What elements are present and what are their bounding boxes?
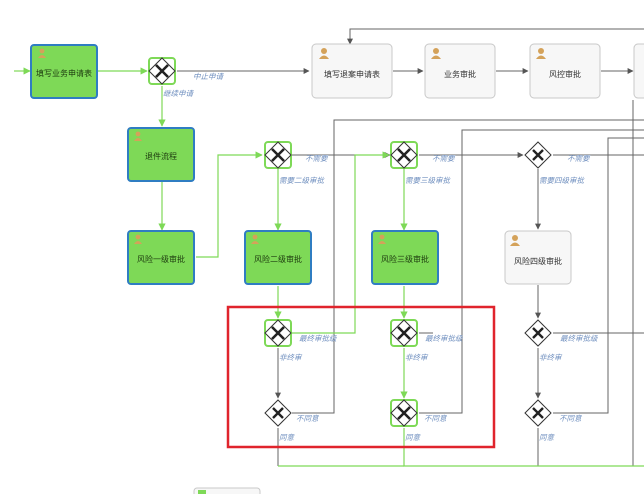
gateway-3[interactable] [390,141,418,169]
x-icon [271,326,285,340]
label-final-level-b: 最终审批级 [425,334,463,343]
gateway-l4-final[interactable] [524,319,552,347]
task-offscreen-right[interactable] [633,43,644,99]
label-need-level3: 需要三级审批 [405,176,451,185]
active-flows [14,67,644,467]
label-continue: 继续申请 [163,89,194,98]
task-risk-review[interactable]: 风控审批 [529,43,601,99]
label-terminate: 中止申请 [193,72,224,81]
gateway-l2-approve[interactable] [264,399,292,427]
task-fill-application[interactable]: 填写业务申请表 [30,44,98,99]
label-need-level2: 需要二级审批 [279,176,325,185]
user-icon [319,48,329,59]
x-icon [532,149,544,161]
user-icon [251,234,259,244]
x-icon [272,407,284,419]
x-icon [397,406,411,420]
task-type-icon [198,490,206,494]
label-reject-a: 不同意 [296,414,320,423]
gateway-2[interactable] [264,141,292,169]
gateway-1[interactable] [148,57,176,85]
label-not-final-a: 非终审 [279,353,303,362]
task-fill-return[interactable]: 填写退案申请表 [311,43,393,99]
user-icon [431,48,441,59]
x-icon [397,148,411,162]
label-agree-a: 同意 [279,433,295,442]
user-icon [134,234,142,244]
flow-top-return [347,28,644,45]
x-icon [532,407,544,419]
user-icon [38,48,46,58]
flow-labels: 中止申请 继续申请 不需要 需要二级审批 不需要 需要三级审批 不需要 需要四级… [163,72,598,442]
task-risk-level4[interactable]: 风险四级审批 [504,230,572,285]
task-label: 风险三级审批 [381,254,429,264]
flow-l3-reject [419,129,644,414]
task-label: 风控审批 [549,69,581,79]
task-label: 填写业务申请表 [36,68,92,78]
label-final-level-a: 最终审批级 [299,334,337,343]
idle-flows [177,28,644,467]
task-label: 风险二级审批 [254,254,302,264]
label-final-level-c: 最终审批级 [560,334,598,343]
task-label: 风险四级审批 [514,256,562,266]
label-agree-c: 同意 [539,433,555,442]
user-icon [378,234,386,244]
user-icon [134,131,142,141]
label-not-final-c: 非终审 [539,353,563,362]
user-icon [536,48,546,59]
gateway-4[interactable] [524,141,552,169]
task-label: 风险一级审批 [137,254,185,264]
label-not-final-b: 非终审 [405,353,429,362]
task-send-back[interactable]: 退件流程 [127,127,195,182]
flow-l2-reject [292,119,644,414]
x-icon [532,327,544,339]
task-risk-level3[interactable]: 风险三级审批 [371,230,439,285]
task-offscreen-bottom[interactable] [193,487,261,494]
label-need-level4: 需要四级审批 [539,176,585,185]
flow-l2-final [292,151,390,334]
x-icon [271,148,285,162]
gateway-l4-approve[interactable] [524,399,552,427]
task-label: 业务审批 [444,69,476,79]
task-label: 退件流程 [145,151,177,161]
gateway-l3-approve[interactable] [390,399,418,427]
x-icon [155,64,169,78]
flow-l1-to-gateway2 [196,151,263,258]
highlight-box [226,305,496,449]
task-label: 填写退案申请表 [324,69,380,79]
gateway-l2-final[interactable] [264,319,292,347]
user-icon [510,235,520,246]
label-reject-b: 不同意 [424,414,448,423]
flow-level4-reject [553,137,644,414]
label-agree-b: 同意 [405,433,421,442]
label-no-need-1: 不需要 [305,154,329,163]
label-no-need-3: 不需要 [567,154,591,163]
label-no-need-2: 不需要 [432,154,456,163]
task-risk-level2[interactable]: 风险二级审批 [244,230,312,285]
task-risk-level1[interactable]: 风险一级审批 [127,230,195,285]
gateway-l3-final[interactable] [390,319,418,347]
x-icon [397,326,411,340]
label-reject-c: 不同意 [559,414,583,423]
task-business-review[interactable]: 业务审批 [424,43,496,99]
